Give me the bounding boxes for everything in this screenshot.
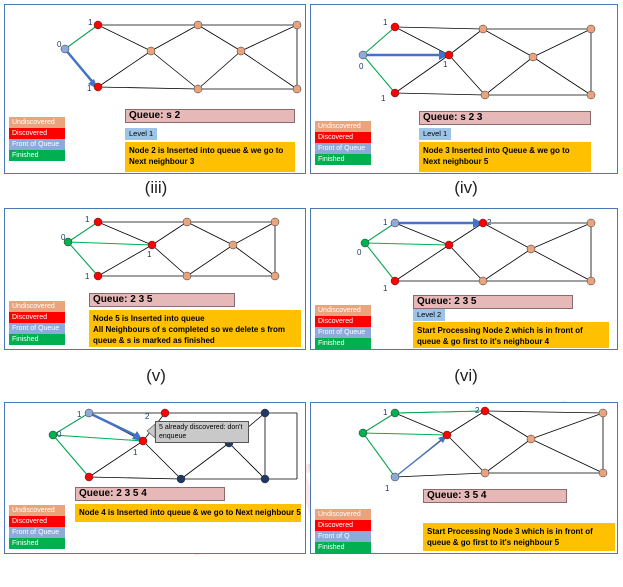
label-1b: 1 [385, 484, 390, 493]
callout-note: 5 already discovered: don't enqueue [155, 421, 249, 443]
graph-iv: 1 0 1 1 [358, 18, 596, 103]
legend-front: Front of Queue [315, 327, 371, 338]
legend-undiscovered: Undiscovered [9, 301, 65, 312]
step-message: Node 3 Inserted into Queue & we go to Ne… [419, 142, 591, 172]
label-0: 0 [61, 233, 66, 242]
legend-discovered: Discovered [9, 128, 65, 139]
label-1b: 1 [147, 250, 152, 259]
label-0: 0 [57, 430, 62, 439]
step-message: Start Processing Node 3 which is in fron… [423, 523, 615, 551]
legend-discovered: Discovered [9, 312, 65, 323]
legend-discovered: Discovered [315, 132, 371, 143]
label-2: 2 [475, 406, 480, 415]
step-message: Start Processing Node 2 which is in fron… [413, 322, 609, 348]
label-0: 0 [357, 248, 362, 257]
label-1a: 1 [383, 18, 388, 27]
panel-iii: 0 1 1 Undiscovered Discovered Front of Q… [4, 4, 306, 174]
legend-finished: Finished [9, 150, 65, 161]
queue-label: Queue: 2 3 5 [89, 293, 235, 307]
legend-undiscovered: Undiscovered [315, 509, 371, 520]
step-message: Node 4 is Inserted into queue & we go to… [75, 504, 301, 522]
graph-v: 1 0 1 1 [61, 215, 280, 281]
queue-label: Queue: s 2 3 [419, 111, 591, 125]
queue-label: Queue: 3 5 4 [423, 489, 567, 503]
legend-finished: Finished [315, 542, 371, 553]
label-0: 0 [359, 62, 364, 71]
step-message: Node 5 is Inserted into queue All Neighb… [89, 310, 301, 347]
label-2: 2 [145, 412, 150, 421]
legend-undiscovered: Undiscovered [9, 505, 65, 516]
label-1a: 1 [85, 215, 90, 224]
legend-discovered: Discovered [315, 316, 371, 327]
panel-vii: 1 0 2 1 5 already discovered: don't enqu… [4, 402, 306, 554]
level-badge: Level 1 [125, 128, 158, 140]
step-message: Node 2 is Inserted into queue & we go to… [125, 142, 295, 172]
caption-iii: (iii) [144, 178, 168, 197]
queue-label: Queue: 2 3 5 4 [75, 487, 225, 501]
legend: Undiscovered Discovered Front of Queue F… [315, 305, 371, 349]
legend-discovered: Discovered [315, 520, 371, 531]
legend-undiscovered: Undiscovered [315, 121, 371, 132]
legend-undiscovered: Undiscovered [315, 305, 371, 316]
level-badge: Level 2 [413, 309, 446, 321]
level-badge: Level 1 [419, 128, 452, 140]
legend-discovered: Discovered [9, 516, 65, 527]
legend: Undiscovered Discovered Front of Queue F… [9, 117, 65, 161]
label-2: 2 [487, 218, 492, 227]
legend-front: Front of Queue [315, 143, 371, 154]
panel-v: 1 0 1 1 Undiscovered Discovered Front of… [4, 208, 306, 350]
legend: Undiscovered Discovered Front of Queue F… [9, 505, 65, 549]
panel-viii: 1 2 1 Undiscovered Discovered Front of Q… [310, 402, 618, 554]
label-1c: 1 [85, 272, 90, 281]
label-1c: 1 [381, 94, 386, 103]
legend: Undiscovered Discovered Front of Queue F… [9, 301, 65, 345]
label-1b: 1 [133, 448, 138, 457]
caption-v: (v) [146, 366, 166, 385]
graph-viii: 1 2 1 [358, 406, 608, 493]
legend-front: Front of Queue [9, 323, 65, 334]
label-1b: 1 [443, 60, 448, 69]
legend-front: Front of Queue [9, 527, 65, 538]
label-1a: 1 [383, 408, 388, 417]
caption-iv: (iv) [454, 178, 478, 197]
label-1b: 1 [87, 84, 92, 93]
label-1a: 1 [383, 218, 388, 227]
queue-label: Queue: 2 3 5 [413, 295, 573, 309]
legend-front: Front of Q [315, 531, 371, 542]
label-1a: 1 [77, 410, 82, 419]
legend-finished: Finished [315, 154, 371, 165]
label-1a: 1 [88, 18, 93, 27]
panel-iv: 1 0 1 1 Undiscovered Discovered Front of… [310, 4, 618, 174]
graph-vi: 1 0 2 1 [357, 218, 596, 293]
panel-vi: 1 0 2 1 Undiscovered Discovered Front of… [310, 208, 618, 350]
label-0: 0 [57, 40, 62, 49]
graph-vii: 1 0 2 1 [48, 408, 298, 484]
legend-finished: Finished [9, 334, 65, 345]
label-1b: 1 [383, 284, 388, 293]
graph-iii: 0 1 1 [57, 18, 302, 94]
legend: Undiscovered Discovered Front of Queue F… [315, 121, 371, 165]
legend-finished: Finished [315, 338, 371, 349]
caption-vi: (vi) [454, 366, 478, 385]
legend-finished: Finished [9, 538, 65, 549]
legend: Undiscovered Discovered Front of Q Finis… [315, 509, 371, 553]
legend-front: Front of Queue [9, 139, 65, 150]
queue-label: Queue: s 2 [125, 109, 295, 123]
legend-undiscovered: Undiscovered [9, 117, 65, 128]
